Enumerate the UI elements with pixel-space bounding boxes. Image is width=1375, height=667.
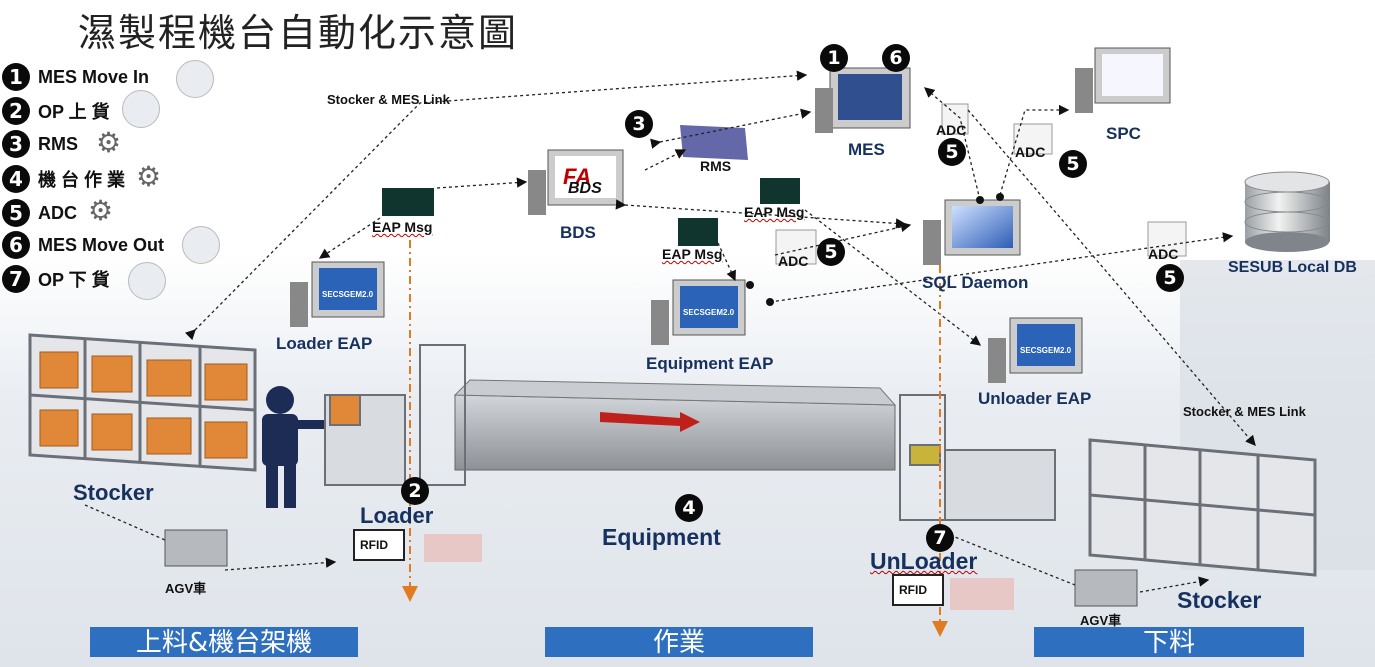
stocker-label: Stocker <box>1177 587 1262 613</box>
secs-logo: SECSGEM2.0 <box>683 308 735 317</box>
step-badge: 1 <box>820 44 848 72</box>
legend-number: 7 <box>2 265 30 293</box>
legend-number: 5 <box>2 199 30 227</box>
unloader-eap-computer <box>988 317 1083 383</box>
rms-keyboard <box>680 125 748 160</box>
sql-daemon-label: SQL Daemon <box>922 273 1029 292</box>
legend-item: 1 MES Move In <box>2 62 149 92</box>
fa-logo: FA <box>563 164 592 189</box>
barcode-left <box>424 534 482 562</box>
equipment-conveyor <box>453 379 897 471</box>
step-badge: 2 <box>401 477 429 505</box>
operator-icon <box>176 60 214 98</box>
spc-label: SPC <box>1106 124 1141 143</box>
page-title: 濕製程機台自動化示意圖 <box>78 11 519 55</box>
step-badge: 7 <box>926 524 954 552</box>
stocker-right-rack <box>1088 438 1317 577</box>
legend-label: MES Move In <box>38 66 150 87</box>
legend-item: 3 RMS <box>2 129 78 159</box>
legend-number: 2 <box>2 97 30 125</box>
step-badge: 5 <box>1156 264 1184 292</box>
mes-label: MES <box>848 140 885 159</box>
legend-item: 6 MES Move Out <box>2 230 164 260</box>
rfid-label: RFID <box>899 583 927 597</box>
bds-logo: BDS <box>568 180 602 197</box>
operator-figure <box>262 386 325 508</box>
bds-label: BDS <box>560 223 596 242</box>
loader-machine <box>324 344 466 486</box>
local-db-label: SESUB Local DB <box>1228 259 1357 276</box>
adc-label: ADC <box>1015 144 1046 160</box>
loader-label: Loader <box>360 503 434 528</box>
stocker-label: Stocker <box>73 480 154 505</box>
legend-number: 6 <box>2 231 30 259</box>
adc-label: ADC <box>1148 246 1179 262</box>
agv-left <box>164 529 228 567</box>
operator-icon <box>182 226 220 264</box>
phase-bar-loading: 上料&機台架機 <box>90 627 358 658</box>
gear-icon: ⚙ <box>96 127 122 158</box>
agv-right <box>1074 569 1138 607</box>
phase-bar-unloading: 下料 <box>1034 627 1304 658</box>
rms-label: RMS <box>700 158 732 174</box>
operator-icon <box>128 262 166 300</box>
legend-item: 7 OP 下 貨 <box>2 264 110 294</box>
step-badge: 4 <box>675 494 703 522</box>
local-db-icon <box>1244 171 1330 252</box>
legend-label: ADC <box>38 202 77 223</box>
step-badge: 3 <box>625 110 653 138</box>
legend-number: 4 <box>2 165 30 193</box>
gear-icon: ⚙ <box>88 195 114 226</box>
step-badge: 5 <box>938 138 966 166</box>
mes-computer <box>815 67 911 133</box>
sql-daemon-computer <box>923 199 1021 265</box>
legend-item: 4 機 台 作 業 <box>2 164 125 194</box>
rfid-right <box>892 574 944 606</box>
rfid-label: RFID <box>360 538 388 552</box>
legend-number: 3 <box>2 130 30 158</box>
step-badge: 5 <box>1059 150 1087 178</box>
eap-msg-label: EAP Msg <box>744 204 805 220</box>
legend-label: RMS <box>38 133 78 154</box>
legend-label: 機 台 作 業 <box>38 170 126 190</box>
spc-computer <box>1075 47 1171 113</box>
flow-lines <box>402 240 948 637</box>
eap-msg-label: EAP Msg <box>662 246 723 262</box>
unloader-machine <box>899 394 1056 521</box>
agv-label: AGV車 <box>165 581 207 596</box>
legend-label: MES Move Out <box>38 234 165 255</box>
step-badge: 5 <box>817 238 845 266</box>
stocker-link-label: Stocker & MES Link <box>327 92 450 107</box>
stocker-link-label: Stocker & MES Link <box>1183 404 1306 419</box>
agv-label: AGV車 <box>1080 613 1122 628</box>
unloader-eap-label: Unloader EAP <box>978 389 1092 408</box>
legend-number: 1 <box>2 63 30 91</box>
stocker-left-cassettes <box>39 351 248 459</box>
legend-item: 2 OP 上 貨 <box>2 96 110 126</box>
legend-label: OP 上 貨 <box>38 102 110 122</box>
barcode-right <box>950 578 1014 610</box>
legend-item: 5 ADC <box>2 198 77 228</box>
operator-icon <box>122 90 160 128</box>
secs-logo: SECSGEM2.0 <box>322 290 374 299</box>
legend-label: OP 下 貨 <box>38 270 110 290</box>
equipment-eap-label: Equipment EAP <box>646 354 774 373</box>
phase-bar-operation: 作業 <box>545 627 813 658</box>
rfid-left <box>353 529 405 561</box>
unloader-label: UnLoader <box>870 548 978 574</box>
eap-msg-label: EAP Msg <box>372 219 433 235</box>
adc-label: ADC <box>778 253 809 269</box>
link-dots <box>746 193 1004 306</box>
loader-eap-label: Loader EAP <box>276 334 373 353</box>
adc-label: ADC <box>936 122 967 138</box>
step-badge: 6 <box>882 44 910 72</box>
secs-logo: SECSGEM2.0 <box>1020 346 1072 355</box>
stocker-left-rack <box>28 333 257 472</box>
equipment-label: Equipment <box>602 524 721 550</box>
link-lines <box>84 70 1256 593</box>
gear-icon: ⚙ <box>136 161 162 192</box>
